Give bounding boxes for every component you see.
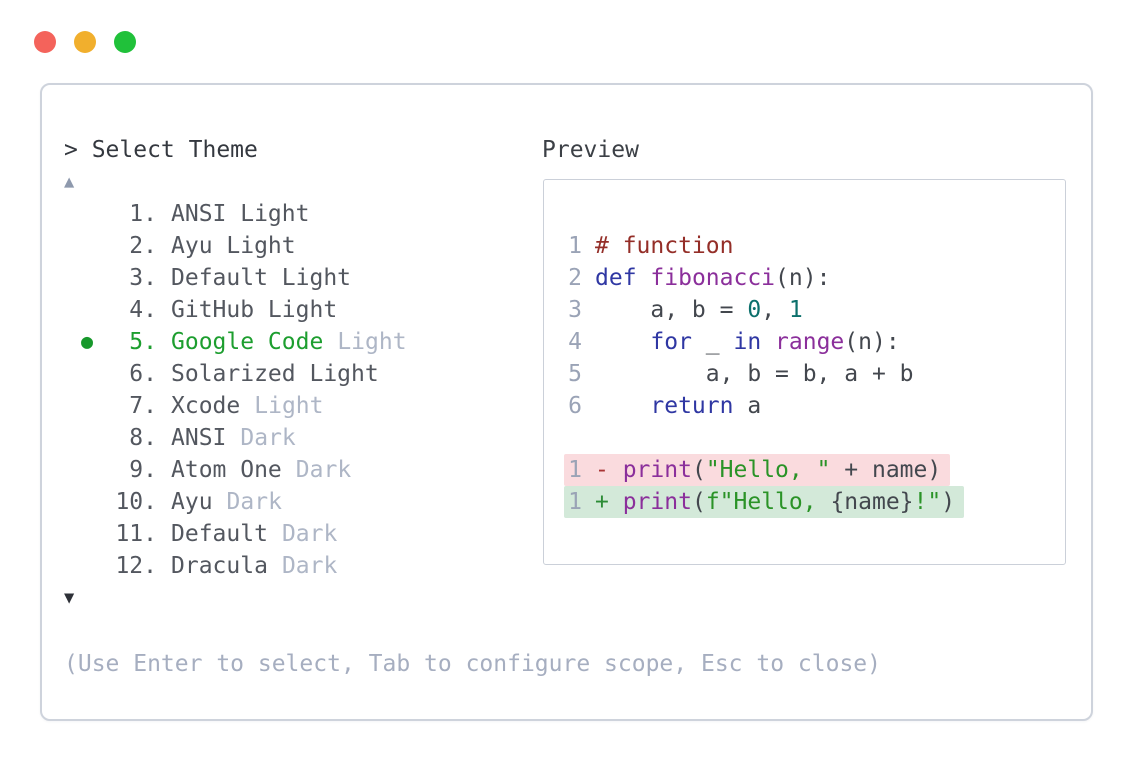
code-text: a, b = 0, 1	[595, 297, 803, 323]
code-text: for _ in range(n):	[650, 329, 900, 355]
traffic-light-minimize-button[interactable]	[74, 31, 96, 53]
item-number: 2.	[129, 233, 157, 259]
line-number: 1	[568, 457, 582, 483]
item-number: 5.	[129, 329, 157, 355]
code-text: - print("Hello, " + name)	[595, 457, 942, 483]
item-number: 7.	[129, 393, 157, 419]
item-name: Dracula	[171, 553, 268, 579]
item-suffix: Dark	[240, 425, 296, 451]
scroll-up-icon[interactable]: ▲	[64, 172, 75, 192]
traffic-light-zoom-button[interactable]	[114, 31, 136, 53]
item-suffix: Dark	[295, 457, 352, 483]
selected-indicator-icon: ●	[81, 329, 94, 353]
item-name: ANSI	[171, 425, 227, 451]
item-name: Google Code	[171, 329, 324, 355]
theme-list-item[interactable]: 6. Solarized Light	[64, 358, 534, 390]
item-name: ANSI Light	[171, 201, 310, 227]
preview-code: 1 # function 2 def fibonacci(n): 3 a, b …	[544, 230, 1065, 518]
code-line: 1 # function	[544, 230, 1065, 262]
code-text: return a	[650, 393, 762, 419]
item-suffix: Dark	[226, 489, 282, 515]
theme-list-item[interactable]: 11. Default Dark	[64, 518, 534, 550]
line-number	[568, 422, 582, 454]
code-line: 5 a, b = b, a + b	[544, 358, 1065, 390]
diff-added-line: 1 + print(f"Hello, {name}!")	[564, 486, 965, 518]
item-number: 8.	[129, 425, 157, 451]
item-name: Default Light	[171, 265, 352, 291]
item-number: 1.	[129, 201, 157, 227]
code-line: 2 def fibonacci(n):	[544, 262, 1065, 294]
line-number: 6	[568, 393, 582, 419]
item-number: 11.	[115, 521, 157, 547]
theme-list: 1. ANSI Light 2. Ayu Light 3. Default Li…	[64, 198, 534, 582]
code-line: 6 return a	[544, 390, 1065, 422]
theme-list-item[interactable]: 7. Xcode Light	[64, 390, 534, 422]
theme-list-item[interactable]: 3. Default Light	[64, 262, 534, 294]
hint-text: (Use Enter to select, Tab to configure s…	[64, 651, 881, 677]
line-number: 5	[568, 361, 582, 387]
item-number: 4.	[129, 297, 157, 323]
item-number: 9.	[129, 457, 157, 483]
preview-title: Preview	[542, 137, 639, 163]
scroll-down-icon[interactable]: ▼	[64, 588, 75, 608]
line-number: 3	[568, 297, 582, 323]
theme-list-item[interactable]: 10. Ayu Dark	[64, 486, 534, 518]
code-text: def fibonacci(n):	[595, 265, 831, 291]
item-suffix: Dark	[281, 553, 338, 579]
code-text: # function	[595, 233, 734, 259]
theme-list-item[interactable]: 8. ANSI Dark	[64, 422, 534, 454]
item-name: Solarized Light	[171, 361, 379, 387]
theme-list-item[interactable]: 4. GitHub Light	[64, 294, 534, 326]
line-number: 1	[568, 489, 582, 515]
line-number: 1	[568, 233, 582, 259]
item-name: Xcode	[171, 393, 241, 419]
item-number: 12.	[115, 553, 157, 579]
preview-pane: 1 # function 2 def fibonacci(n): 3 a, b …	[543, 179, 1066, 565]
item-number: 3.	[129, 265, 157, 291]
theme-selector-panel: > Select Theme ▲ 1. ANSI Light 2. Ayu Li…	[40, 83, 1093, 721]
theme-list-item[interactable]: 9. Atom One Dark	[64, 454, 534, 486]
item-suffix: Light	[254, 393, 324, 419]
code-text: a, b = b, a + b	[595, 361, 914, 387]
line-number: 2	[568, 265, 582, 291]
item-suffix: Dark	[281, 521, 338, 547]
theme-list-item[interactable]: 1. ANSI Light	[64, 198, 534, 230]
item-number: 10.	[115, 489, 157, 515]
item-name: Ayu	[171, 489, 213, 515]
item-number: 6.	[129, 361, 157, 387]
diff-removed-line: 1 - print("Hello, " + name)	[564, 454, 951, 486]
code-text: + print(f"Hello, {name}!")	[595, 489, 956, 515]
select-theme-prompt: > Select Theme	[64, 137, 258, 163]
code-line: 3 a, b = 0, 1	[544, 294, 1065, 326]
item-name: GitHub Light	[171, 297, 338, 323]
line-number: 4	[568, 329, 582, 355]
theme-list-pane: > Select Theme ▲ 1. ANSI Light 2. Ayu Li…	[64, 134, 881, 678]
theme-list-item[interactable]: 2. Ayu Light	[64, 230, 534, 262]
theme-list-item[interactable]: ● 5. Google Code Light	[64, 326, 534, 358]
theme-list-item[interactable]: 12. Dracula Dark	[64, 550, 534, 582]
item-suffix: Light	[337, 329, 407, 355]
item-name: Atom One	[171, 457, 282, 483]
item-name: Default	[171, 521, 268, 547]
code-line	[544, 422, 1065, 454]
traffic-light-close-button[interactable]	[34, 31, 56, 53]
code-line: 4 for _ in range(n):	[544, 326, 1065, 358]
item-name: Ayu Light	[171, 233, 296, 259]
